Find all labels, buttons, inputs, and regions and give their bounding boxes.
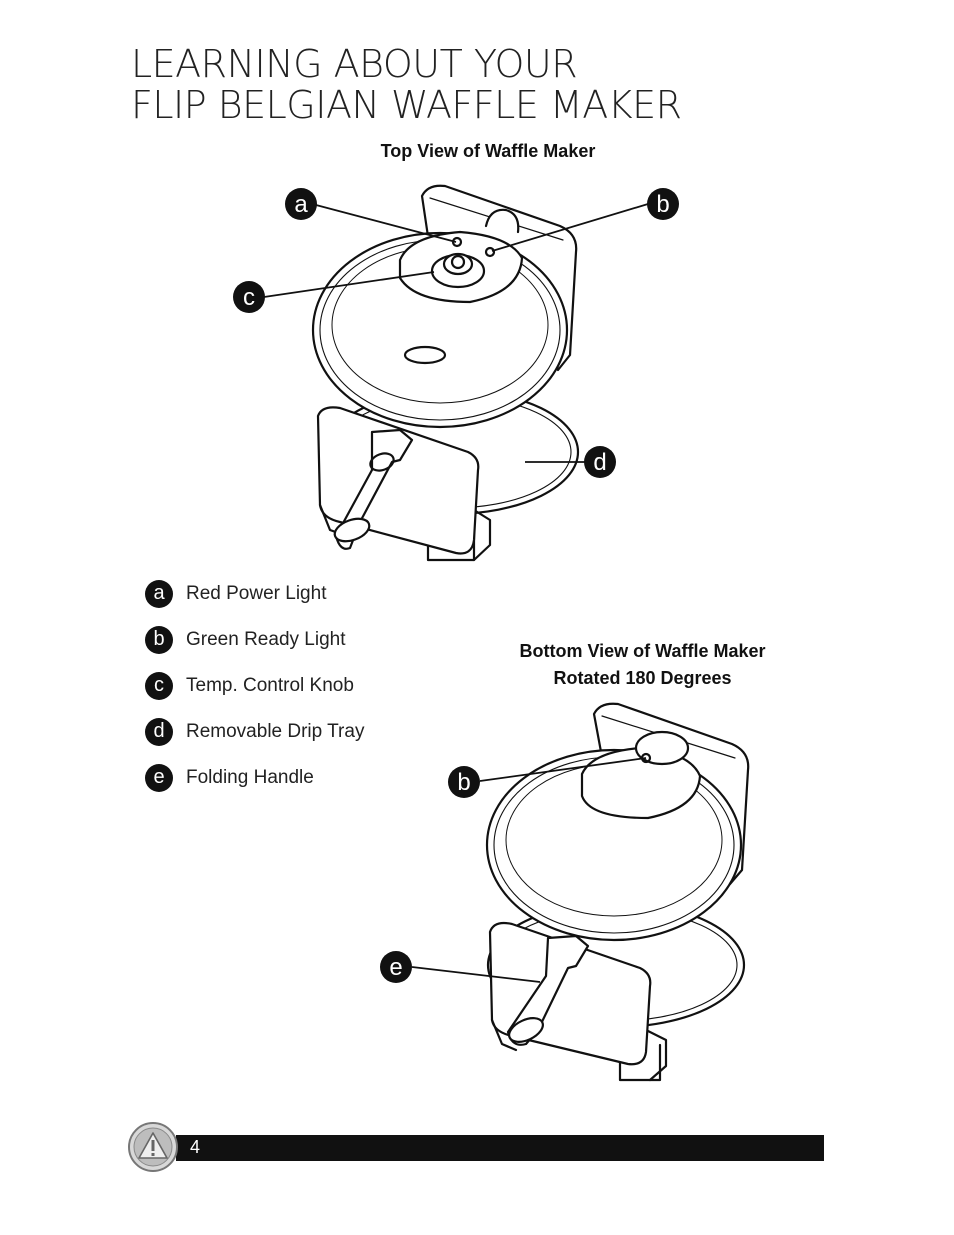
legend-item: d Removable Drip Tray [145, 709, 364, 755]
svg-text:a: a [294, 191, 308, 218]
legend-label: Green Ready Light [186, 629, 346, 650]
legend-letter-badge: e [145, 764, 173, 792]
bottom-view-caption-line1: Bottom View of Waffle Maker [519, 641, 766, 661]
callout-a-top: a [285, 188, 317, 220]
warning-triangle-icon [128, 1122, 178, 1172]
legend-letter-badge: d [145, 718, 173, 746]
parts-legend: a Red Power Light b Green Ready Light c … [145, 571, 364, 801]
legend-letter-badge: a [145, 580, 173, 608]
svg-text:d: d [593, 449, 606, 476]
legend-item: c Temp. Control Knob [145, 663, 364, 709]
callout-leaders [263, 203, 649, 983]
svg-text:b: b [457, 769, 470, 796]
legend-item: e Folding Handle [145, 755, 364, 801]
legend-item: a Red Power Light [145, 571, 364, 617]
callout-c-top: c [233, 281, 265, 313]
page-title-line2: FLIP BELGIAN WAFFLE MAKER [131, 83, 682, 127]
legend-letter-badge: b [145, 626, 173, 654]
callout-b-top: b [647, 188, 679, 220]
legend-label: Folding Handle [186, 767, 314, 788]
bottom-view-caption-line2: Rotated 180 Degrees [553, 668, 732, 688]
legend-label: Red Power Light [186, 583, 327, 604]
legend-label: Removable Drip Tray [186, 721, 365, 742]
top-view-caption: Top View of Waffle Maker [380, 141, 596, 161]
legend-item: b Green Ready Light [145, 617, 364, 663]
svg-text:c: c [243, 284, 255, 311]
page-number: 4 [190, 1137, 201, 1157]
top-view-illustration [311, 184, 580, 562]
footer-bar: 4 [176, 1135, 824, 1161]
callout-e-bottom: e [380, 951, 412, 983]
svg-text:e: e [389, 954, 402, 981]
callout-d-top: d [584, 446, 616, 478]
legend-label: Temp. Control Knob [186, 675, 354, 696]
page-title-line1: LEARNING ABOUT YOUR [131, 42, 578, 86]
legend-letter-badge: c [145, 672, 173, 700]
bottom-view-illustration [485, 702, 750, 1082]
callout-b-bottom: b [448, 766, 480, 798]
svg-text:b: b [656, 191, 669, 218]
page-title: LEARNING ABOUT YOUR FLIP BELGIAN WAFFLE … [131, 44, 682, 126]
bottom-view-caption: Bottom View of Waffle Maker Rotated 180 … [470, 638, 815, 692]
